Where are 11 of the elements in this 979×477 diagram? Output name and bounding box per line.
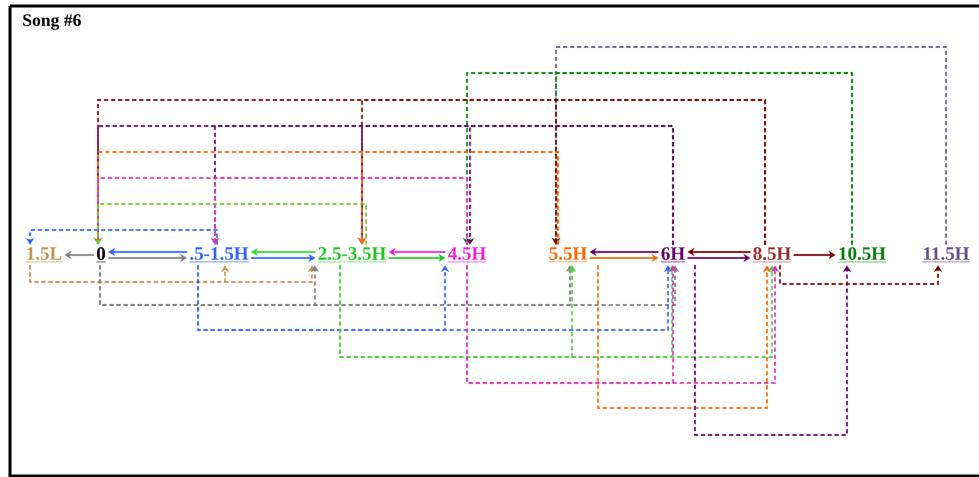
title: Song #6: [23, 14, 81, 30]
state-label: 5.5H: [548, 247, 588, 262]
state-label: 0: [96, 247, 106, 262]
state-label: 4.5H: [447, 247, 487, 262]
state-label: 2.5-3.5H: [317, 247, 387, 262]
state-label: .5-1.5H: [189, 247, 249, 262]
state-label: 11.5H: [922, 247, 970, 262]
state-label: 8.5H: [752, 247, 792, 262]
state-label: 10.5H: [838, 247, 886, 262]
state-label: 1.5L: [26, 247, 62, 262]
state-label: 6H: [660, 247, 686, 262]
